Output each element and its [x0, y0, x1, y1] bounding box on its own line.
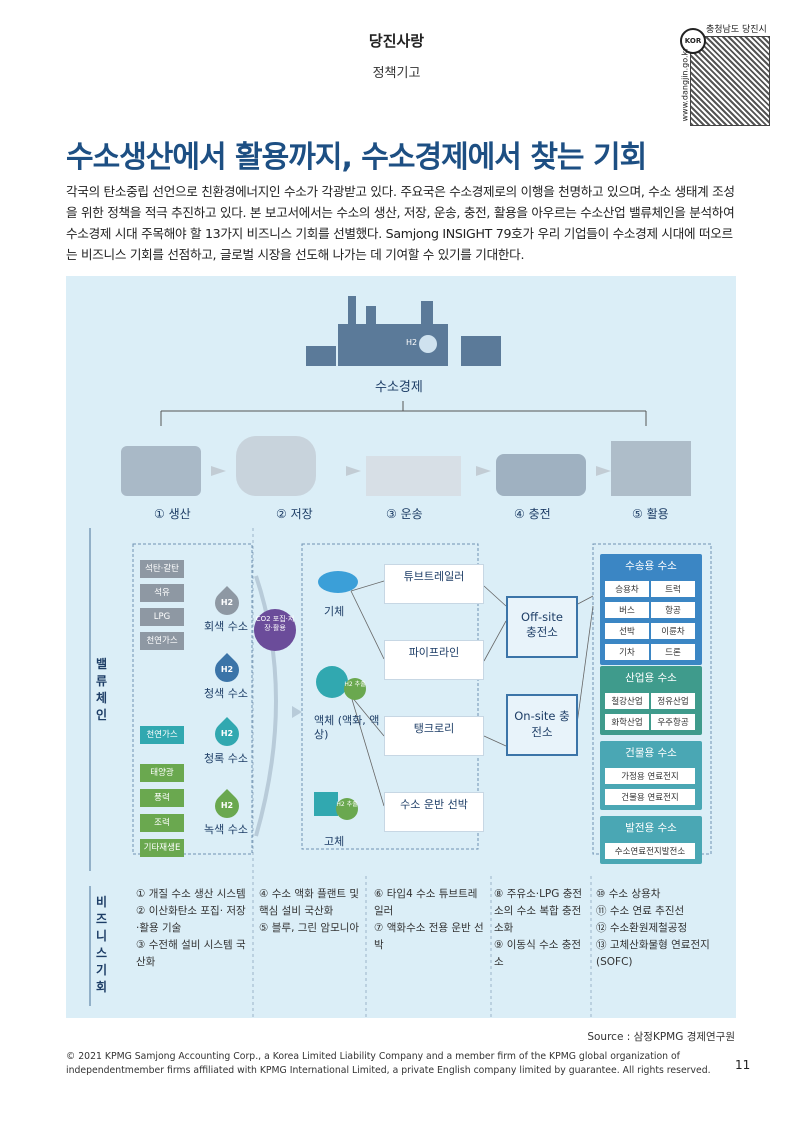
- state-solid: 고체: [324, 835, 345, 848]
- stage-transport: ③ 운송: [386, 507, 423, 521]
- article-body: 각국의 탄소중립 선언으로 친환경에너지인 수소가 각광받고 있다. 주요국은 …: [66, 184, 735, 262]
- qr-code[interactable]: KOR 충청남도 당진시 www.dangjin.go.kr: [676, 22, 770, 126]
- grey-h2-text: H2: [220, 598, 234, 607]
- green-hydrogen-label: 녹색 수소: [204, 823, 248, 836]
- source-oil: 석유: [140, 584, 184, 602]
- stage-utilization: ⑤ 활용: [632, 507, 669, 521]
- ccus-badge: CO2 포집·저장·활용: [254, 609, 296, 651]
- subsection-title: 정책기고: [372, 66, 421, 81]
- blue-h2-text: H2: [220, 665, 234, 674]
- stage-illustrations: [121, 436, 691, 496]
- stage-production: ① 생산: [154, 507, 191, 521]
- liquid-drop-icon: [316, 666, 348, 698]
- green-h2-text: H2: [220, 801, 234, 810]
- source-coal: 석탄·갈탄: [140, 560, 184, 578]
- transport-tank-lorry: 탱크로리: [384, 716, 484, 756]
- hydrogen-value-chain-figure: 수소경제 H2 ① 생산 ② 저장 ③ 운송 ④ 충전 ⑤ 활용 밸류체인 비즈…: [66, 276, 736, 1018]
- turquoise-h2-text: H2: [220, 729, 234, 738]
- qr-pattern: [690, 36, 770, 126]
- onsite-station: On-site 충전소: [506, 694, 578, 756]
- state-gas: 기체: [324, 605, 345, 618]
- page-number: 11: [735, 1058, 751, 1072]
- transport-ship: 수소 운반 선박: [384, 792, 484, 832]
- use-power-box: 발전용 수소 수소연료전지발전소: [600, 816, 702, 864]
- h2-sign: H2: [406, 338, 418, 347]
- solid-cube-icon: [314, 792, 338, 816]
- use-building-box: 건물용 수소 가정용 연료전지 건물용 연료전지: [600, 741, 702, 810]
- section-title: 당진사랑: [368, 32, 425, 50]
- source-natural-gas-turquoise: 천연가스: [140, 726, 184, 744]
- blue-hydrogen-label: 청색 수소: [204, 687, 248, 700]
- figure-graphics: [89, 296, 712, 1018]
- state-liquid: 액체 (액화, 액상): [314, 714, 380, 741]
- turquoise-hydrogen-label: 청록 수소: [204, 752, 248, 765]
- offsite-station: Off-site 충전소: [506, 596, 578, 658]
- stage-charging: ④ 충전: [514, 507, 551, 521]
- hydrogen-economy-label: 수소경제: [375, 380, 423, 395]
- source-solar: 태양광: [140, 764, 184, 782]
- grey-hydrogen-label: 회색 수소: [204, 620, 248, 633]
- source-natural-gas: 천연가스: [140, 632, 184, 650]
- qr-city-label: 충청남도 당진시: [706, 25, 767, 35]
- stage-storage: ② 저장: [276, 507, 313, 521]
- figure-source: Source : 삼정KPMG 경제연구원: [587, 1031, 735, 1043]
- gas-cloud-icon: [318, 571, 358, 593]
- business-opportunity-label: 비즈니스기회: [96, 895, 108, 994]
- qr-url: www.dangjin.go.kr: [680, 47, 690, 122]
- copyright-notice: © 2021 KPMG Samjong Accounting Corp., a …: [66, 1051, 711, 1076]
- source-other-renewable: 기타재생E: [140, 839, 184, 857]
- value-chain-label: 밸류체인: [96, 657, 108, 722]
- h2-extraction-badge-solid: H2 추출: [336, 798, 358, 820]
- source-wind: 풍력: [140, 789, 184, 807]
- h2-extraction-badge-liquid: H2 추출: [344, 678, 366, 700]
- transport-pipeline: 파이프라인: [384, 640, 484, 680]
- transport-tube-trailer: 튜브트레일러: [384, 564, 484, 604]
- source-tidal: 조력: [140, 814, 184, 832]
- article-title: 수소생산에서 활용까지, 수소경제에서 찾는 기회: [66, 140, 647, 175]
- kor-badge: KOR: [680, 28, 706, 54]
- source-lpg: LPG: [140, 608, 184, 626]
- factory-illustration: [306, 296, 501, 366]
